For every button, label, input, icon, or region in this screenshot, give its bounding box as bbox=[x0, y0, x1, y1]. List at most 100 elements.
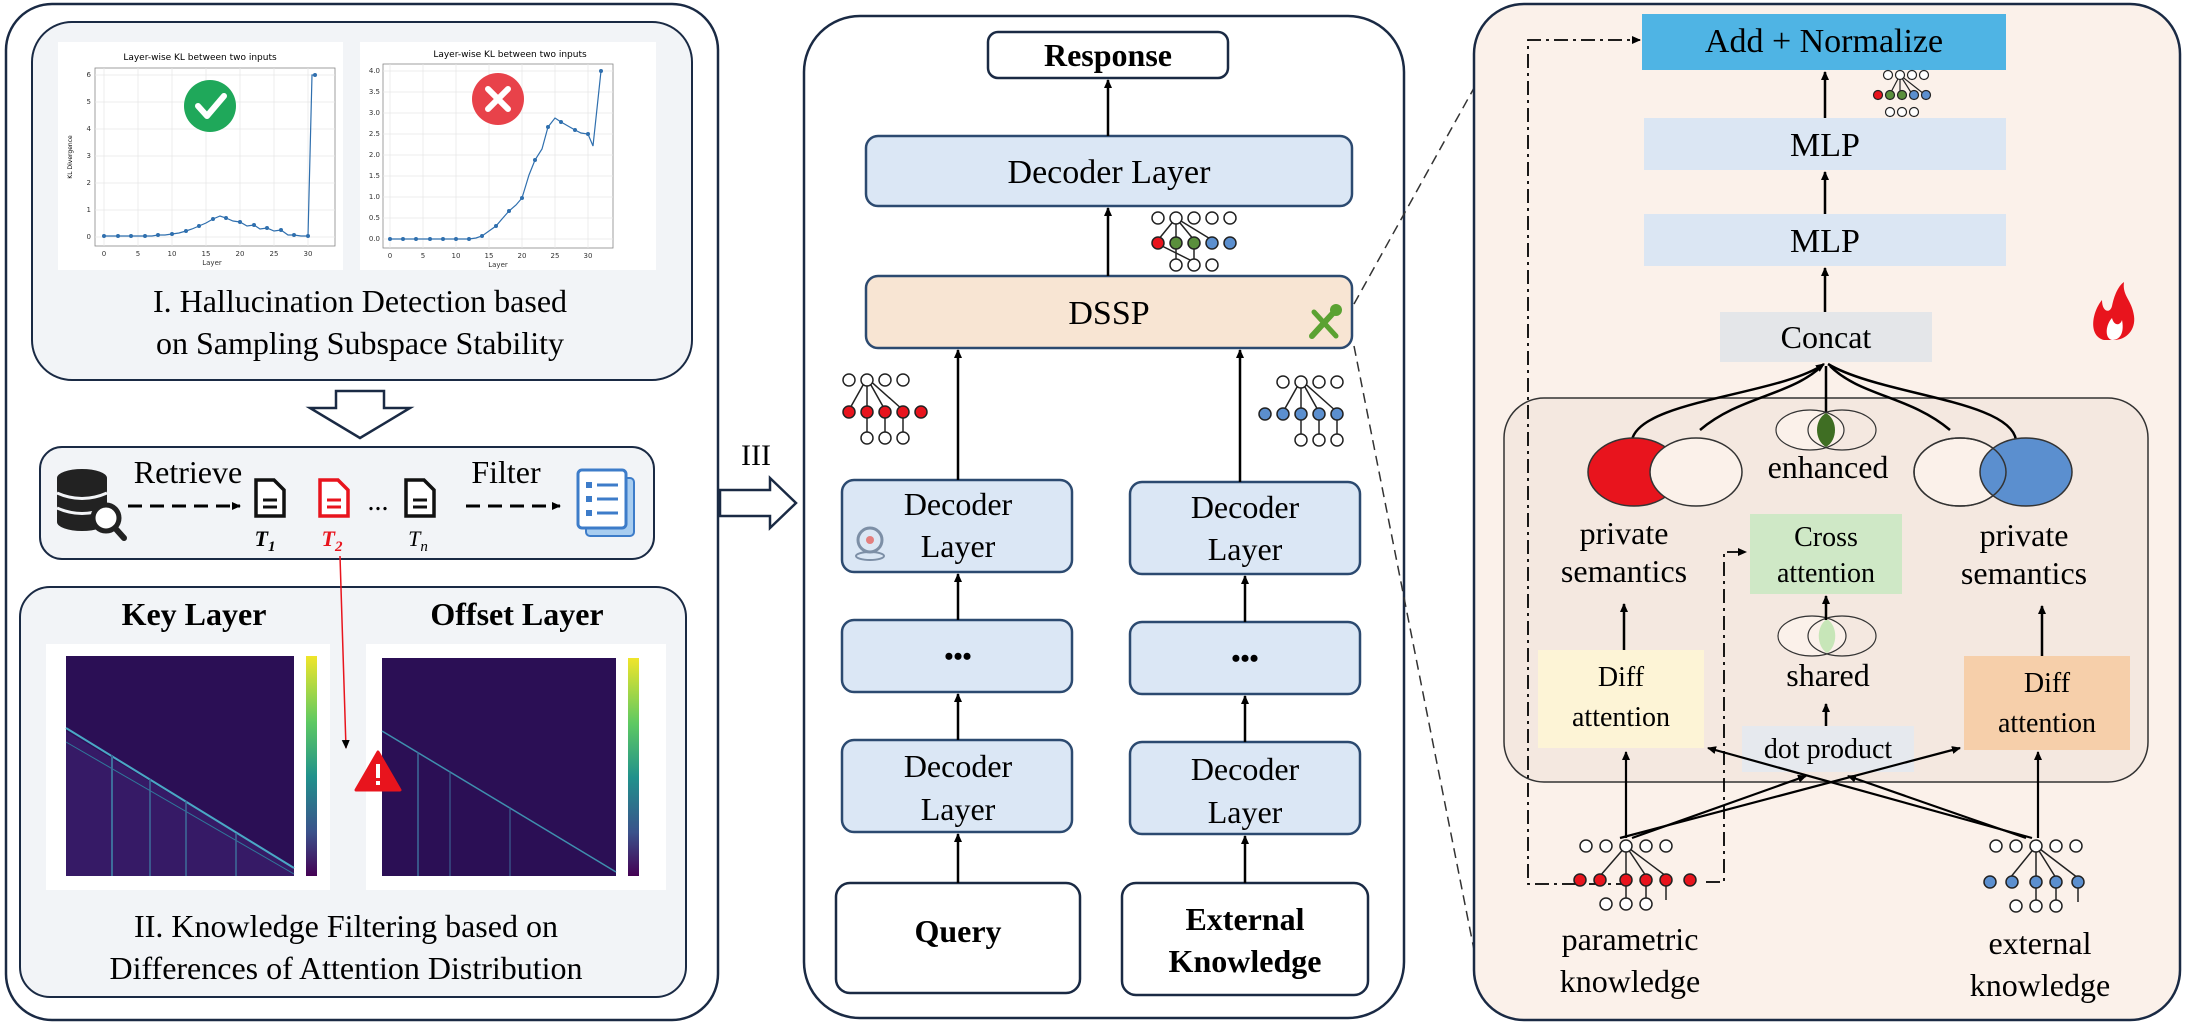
kl-y-tick: 2.0 bbox=[369, 151, 380, 159]
dot-product-label: dot product bbox=[1764, 734, 1893, 765]
node-tree-external bbox=[1983, 839, 2085, 913]
right-decoder-layer-upper bbox=[1128, 480, 1362, 576]
checklist-icon bbox=[576, 468, 635, 537]
kl-plot-title: Layer-wise KL between two inputs bbox=[123, 53, 277, 63]
node-tree-mixed-small bbox=[1872, 69, 1932, 118]
kl-y-tick: 0.5 bbox=[369, 214, 380, 222]
decoder-label: Decoder bbox=[1191, 751, 1300, 787]
ellipsis-label: ••• bbox=[944, 642, 971, 671]
kl-y-tick: 1.0 bbox=[369, 193, 380, 201]
cross-attention-label: Cross bbox=[1794, 522, 1858, 553]
database-search-icon bbox=[56, 469, 127, 541]
document-icon bbox=[318, 478, 350, 518]
kl-x-tick: 5 bbox=[421, 252, 425, 260]
document-icon bbox=[404, 478, 436, 518]
decoder-label: Layer bbox=[1208, 794, 1283, 830]
decoder-label: Decoder bbox=[904, 748, 1013, 784]
kl-y-tick: 3.0 bbox=[369, 109, 380, 117]
node-tree-blue bbox=[1258, 375, 1344, 447]
add-normalize-box bbox=[1642, 14, 2006, 70]
diff-attention-right-box bbox=[1964, 656, 2130, 750]
diff-attention-label: attention bbox=[1572, 702, 1670, 733]
response-label: Response bbox=[1044, 37, 1172, 73]
venn-private-left bbox=[1587, 437, 1743, 507]
kl-y-tick: 2 bbox=[87, 179, 91, 187]
location-icon bbox=[855, 526, 885, 561]
right-arrow bbox=[718, 475, 798, 531]
cross-attention-label: attention bbox=[1777, 558, 1875, 589]
venn-shared bbox=[1777, 615, 1877, 657]
cross-attention-box bbox=[1750, 514, 1902, 594]
mlp-top-box bbox=[1644, 118, 2006, 170]
diff-attention-label: attention bbox=[1998, 708, 2096, 739]
kl-y-tick: 6 bbox=[87, 71, 92, 79]
private-semantics-left: private bbox=[1580, 515, 1669, 551]
attention-heatmap-offset bbox=[366, 644, 666, 890]
node-tree-red bbox=[842, 373, 928, 445]
kl-x-tick: 30 bbox=[584, 252, 593, 260]
external-knowledge-label: knowledge bbox=[1970, 967, 2110, 1003]
offset-layer-title: Offset Layer bbox=[430, 596, 603, 632]
kl-x-label: Layer bbox=[202, 259, 222, 267]
doc-label-tn: Tn bbox=[408, 526, 428, 555]
kl-y-tick: 0 bbox=[87, 233, 91, 241]
kl-x-tick: 25 bbox=[551, 252, 560, 260]
kl-plot-title: Layer-wise KL between two inputs bbox=[433, 50, 587, 60]
kl-y-tick: 4.0 bbox=[369, 67, 380, 75]
decoder-label: Decoder bbox=[1191, 489, 1300, 525]
warning-icon bbox=[354, 750, 402, 792]
doc-ellipsis: ... bbox=[368, 486, 389, 517]
dssp-label: DSSP bbox=[1068, 295, 1149, 332]
top-decoder-label: Decoder Layer bbox=[1008, 154, 1212, 191]
kl-y-tick: 3.5 bbox=[369, 88, 380, 96]
decoder-label: Layer bbox=[1208, 531, 1283, 567]
kl-x-tick: 20 bbox=[518, 252, 527, 260]
mlp-bottom-box bbox=[1644, 214, 2006, 266]
external-label: External bbox=[1185, 901, 1304, 937]
kl-x-tick: 5 bbox=[136, 250, 140, 258]
retrieve-label: Retrieve bbox=[134, 454, 242, 490]
kl-x-tick: 30 bbox=[304, 250, 313, 258]
kl-x-tick: 10 bbox=[452, 252, 461, 260]
decoder-label: Layer bbox=[921, 791, 996, 827]
kl-x-tick: 15 bbox=[485, 252, 494, 260]
venn-private-right bbox=[1913, 437, 2073, 507]
kl-x-tick: 0 bbox=[102, 250, 106, 258]
add-normalize-label: Add + Normalize bbox=[1705, 23, 1943, 60]
detection-caption: I. Hallucination Detection based bbox=[153, 283, 567, 319]
node-tree-mixed bbox=[1151, 211, 1237, 272]
private-semantics-right: semantics bbox=[1961, 555, 2087, 591]
attention-heatmap-key bbox=[46, 644, 330, 890]
wrench-icon bbox=[1309, 304, 1342, 339]
kl-y-tick: 3 bbox=[87, 152, 91, 160]
decoder-label: Decoder bbox=[904, 486, 1013, 522]
kl-y-tick: 0.0 bbox=[369, 235, 380, 243]
kl-y-tick: 5 bbox=[87, 98, 91, 106]
parametric-knowledge-label: knowledge bbox=[1560, 963, 1700, 999]
concat-label: Concat bbox=[1781, 319, 1872, 355]
query-label: Query bbox=[914, 913, 1001, 949]
kl-x-tick: 0 bbox=[388, 252, 392, 260]
diff-attention-label: Diff bbox=[2024, 668, 2071, 699]
down-arrow bbox=[305, 389, 415, 440]
kl-x-tick: 10 bbox=[168, 250, 177, 258]
mlp-label: MLP bbox=[1790, 223, 1860, 260]
ellipsis-label: ••• bbox=[1231, 644, 1258, 673]
zoom-line bbox=[1353, 69, 1485, 305]
stage-three-label: III bbox=[741, 439, 771, 472]
check-icon bbox=[184, 80, 236, 132]
document-icon bbox=[254, 478, 286, 518]
kl-plot-stable: Layer-wise KL between two inputs 0 5 10 … bbox=[58, 42, 343, 270]
filtering-caption: II. Knowledge Filtering based on bbox=[134, 908, 558, 944]
doc-label-t2: T2 bbox=[322, 526, 343, 555]
fire-icon bbox=[2093, 282, 2135, 340]
kl-y-tick: 2.5 bbox=[369, 130, 380, 138]
external-label: Knowledge bbox=[1169, 943, 1322, 979]
enhanced-label: enhanced bbox=[1768, 449, 1889, 485]
external-knowledge-label: external bbox=[1988, 925, 2091, 961]
diff-attention-left-box bbox=[1538, 650, 1704, 748]
kl-plot-unstable: Layer-wise KL between two inputs 0 5 10 … bbox=[360, 42, 656, 270]
doc-label-t1: T1 bbox=[255, 526, 276, 555]
kl-y-tick: 1 bbox=[87, 206, 91, 214]
